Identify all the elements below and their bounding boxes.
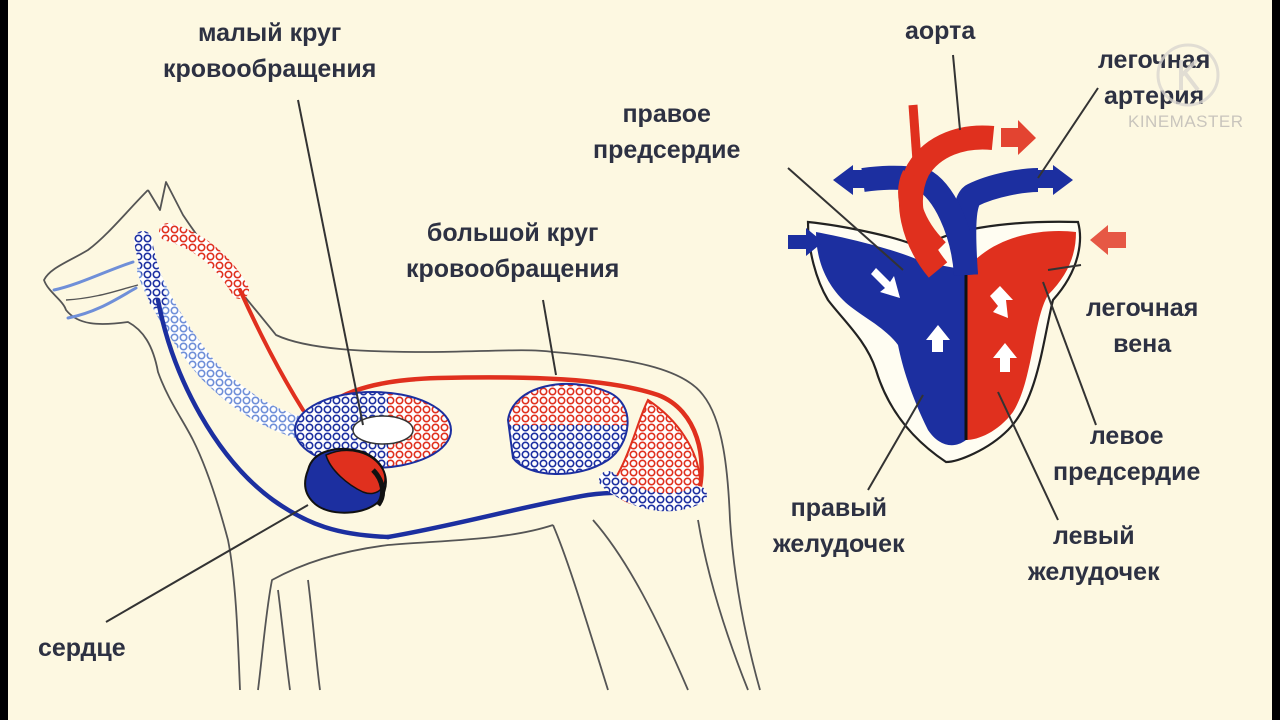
diagram-canvas: малый круг кровообращения большой круг к…: [8, 0, 1272, 720]
label-pulmonary-vein: легочная вена: [1086, 290, 1198, 362]
dog-heart: [304, 448, 387, 514]
label-systemic-circuit: большой круг кровообращения: [406, 215, 619, 287]
label-right-atrium-line1: правое: [622, 100, 711, 128]
label-right-atrium: правое предсердие: [593, 96, 740, 168]
arrow-right-blue: [1038, 165, 1073, 195]
heart-leader-lines: [787, 54, 1099, 521]
label-right-atrium-line2: предсердие: [593, 136, 741, 164]
label-left-atrium-line2: предсердие: [1053, 458, 1201, 486]
label-right-ventricle-line2: желудочек: [773, 530, 905, 558]
label-aorta: аорта: [905, 13, 975, 49]
label-pulmonary-vein-line1: легочная: [1086, 294, 1199, 322]
kinemaster-logo-icon: [1156, 43, 1220, 107]
circulation-illustration: [43, 54, 1126, 691]
label-heart: сердце: [38, 630, 126, 666]
label-systemic-circuit-line2: кровообращения: [406, 255, 620, 283]
label-left-ventricle-line1: левый: [1053, 522, 1135, 550]
label-pulmonary-circuit: малый круг кровообращения: [163, 15, 376, 87]
label-pulmonary-circuit-line1: малый круг: [197, 19, 342, 47]
label-pulmonary-vein-line2: вена: [1113, 330, 1172, 358]
arrow-left-blue: [833, 165, 870, 195]
label-aorta-text: аорта: [905, 17, 976, 45]
arrow-aorta-red: [1001, 120, 1036, 155]
label-pulmonary-circuit-line2: кровообращения: [163, 55, 377, 83]
label-left-ventricle: левый желудочек: [1028, 518, 1160, 590]
label-left-atrium: левое предсердие: [1053, 418, 1200, 490]
label-right-ventricle: правый желудочек: [773, 490, 905, 562]
arrow-in-blue: [788, 228, 823, 256]
label-left-atrium-line1: левое: [1089, 422, 1164, 450]
label-heart-text: сердце: [38, 634, 126, 662]
watermark-text: KINEMASTER: [1128, 112, 1244, 131]
label-right-ventricle-line1: правый: [790, 494, 887, 522]
arrow-in-red: [1090, 225, 1126, 255]
right-heart-blue: [816, 232, 966, 446]
dog-leader-lines: [105, 99, 557, 623]
label-systemic-circuit-line1: большой круг: [426, 219, 599, 247]
head-neck-vessels: [52, 223, 391, 540]
label-left-ventricle-line2: желудочек: [1028, 558, 1160, 586]
label-pulmonary-artery-line1: легочная: [1098, 46, 1211, 74]
left-heart-red: [966, 230, 1076, 440]
heart-diagram: [788, 104, 1126, 464]
